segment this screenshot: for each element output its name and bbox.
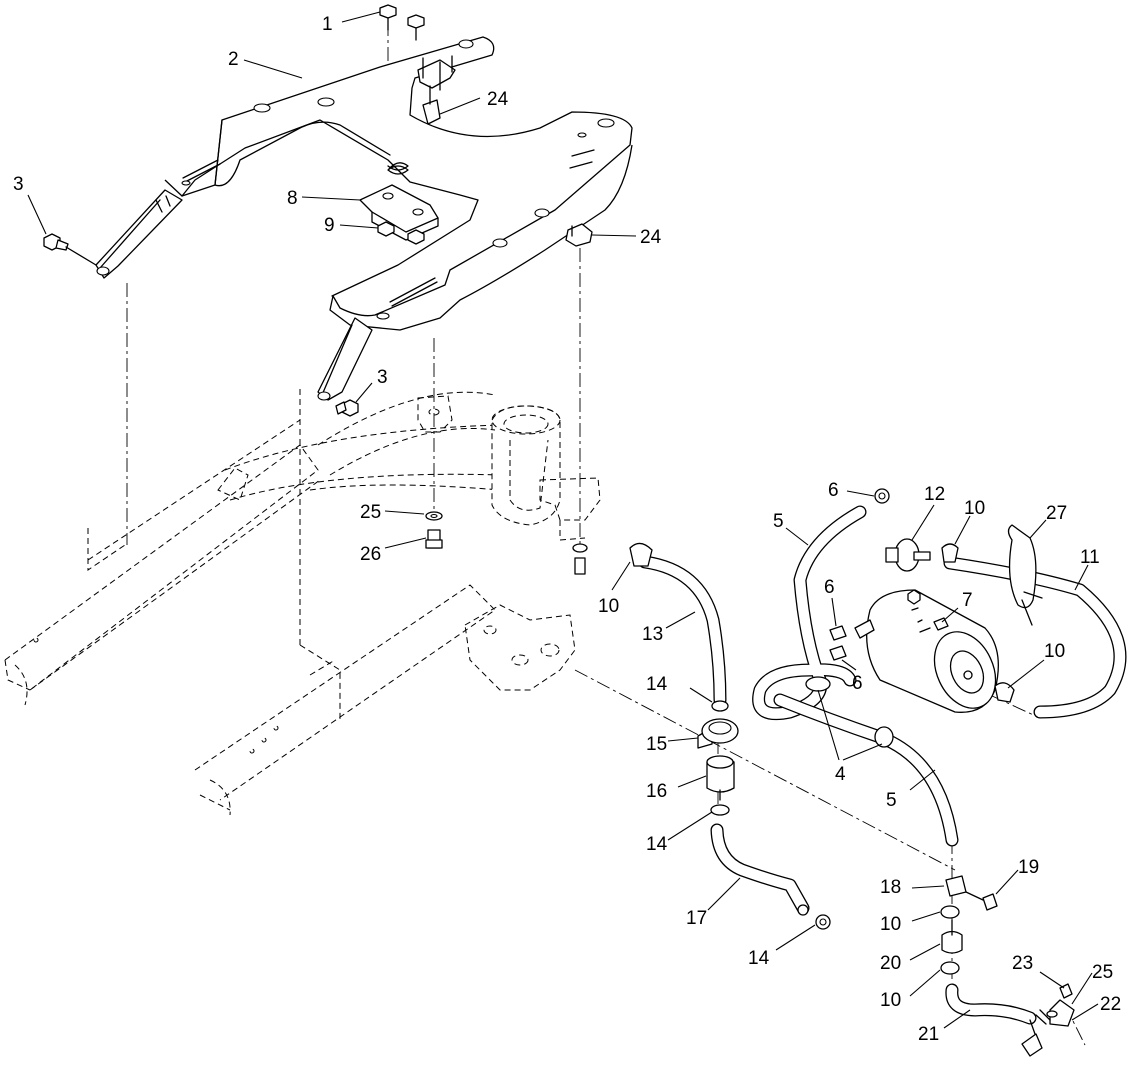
callout-26: 26 <box>360 544 381 565</box>
callout-1: 1 <box>322 14 333 35</box>
frame-phantom <box>4 385 601 816</box>
clamp-14-loose <box>815 914 831 930</box>
hose-13 <box>638 555 727 707</box>
callout-3: 3 <box>13 174 24 195</box>
callout-13: 13 <box>642 624 663 645</box>
clamp-10-lower-a <box>940 905 960 919</box>
u-clip-upper <box>417 55 456 125</box>
callout-10: 10 <box>880 990 901 1011</box>
callout-20: 20 <box>880 953 901 974</box>
callout-5: 5 <box>773 511 784 532</box>
callout-11: 11 <box>1080 547 1100 568</box>
callout-21: 21 <box>918 1024 939 1045</box>
leader-lines <box>27 11 1099 1029</box>
callout-2: 2 <box>228 49 239 70</box>
callout-17: 17 <box>686 908 707 929</box>
callout-25: 25 <box>1092 962 1113 983</box>
clamp-10-hose13 <box>629 542 653 567</box>
fitting-18 <box>945 875 967 897</box>
washer-bolt-center <box>425 511 443 549</box>
callout-6: 6 <box>824 577 835 598</box>
callout-25: 25 <box>360 502 381 523</box>
callout-6: 6 <box>852 673 863 694</box>
callout-14: 14 <box>748 948 770 969</box>
callout-12: 12 <box>924 484 945 505</box>
callout-10: 10 <box>880 914 901 935</box>
top-bolts <box>379 4 425 41</box>
callout-24: 24 <box>487 89 509 110</box>
callout-14: 14 <box>646 834 668 855</box>
clamp-10-lower-b <box>940 961 960 975</box>
spring-bracket <box>359 162 439 245</box>
washer-bolt-right <box>572 543 588 575</box>
callout-6: 6 <box>828 480 839 501</box>
callout-4: 4 <box>835 764 846 785</box>
callout-23: 23 <box>1012 953 1033 974</box>
charcoal-canister <box>854 589 999 713</box>
clamp-6-top <box>874 488 890 504</box>
callout-24: 24 <box>640 227 662 248</box>
u-clip-lower <box>565 223 593 247</box>
hose-21 <box>945 983 1037 1025</box>
side-bolt-right <box>335 399 359 417</box>
callout-10: 10 <box>964 498 985 519</box>
purge-valve <box>885 538 931 572</box>
clamp-10-valve <box>941 543 959 563</box>
callout-16: 16 <box>646 781 667 802</box>
clamp-14-upper <box>711 700 729 712</box>
callout-7: 7 <box>962 590 973 611</box>
callout-10: 10 <box>598 596 619 617</box>
bolt-19 <box>965 891 998 911</box>
grommet-4 <box>805 676 894 748</box>
callout-3: 3 <box>377 367 388 388</box>
callout-18: 18 <box>880 877 901 898</box>
fitting-20 <box>941 919 963 954</box>
hose-end-clamp <box>1021 983 1075 1057</box>
callout-22: 22 <box>1100 994 1121 1015</box>
callout-labels: 1 2 3 3 4 5 5 6 6 6 7 8 9 10 10 10 10 10… <box>13 14 1121 1045</box>
callout-10: 10 <box>1044 641 1065 662</box>
callout-27: 27 <box>1046 503 1067 524</box>
callout-9: 9 <box>324 215 335 236</box>
fuel-filter <box>706 755 735 801</box>
hose-5-lower <box>773 693 959 847</box>
hose-17 <box>710 823 810 916</box>
clamp-14-mid <box>710 804 730 816</box>
filter-bracket <box>697 718 739 749</box>
callout-8: 8 <box>287 188 298 209</box>
callout-5: 5 <box>886 790 897 811</box>
side-bolt-left <box>43 233 97 266</box>
clamps-6-side <box>829 625 847 661</box>
callout-15: 15 <box>646 734 667 755</box>
tie-strap <box>1007 524 1043 626</box>
mounting-plate <box>95 36 633 401</box>
callout-19: 19 <box>1018 857 1039 878</box>
callout-14: 14 <box>646 674 668 695</box>
